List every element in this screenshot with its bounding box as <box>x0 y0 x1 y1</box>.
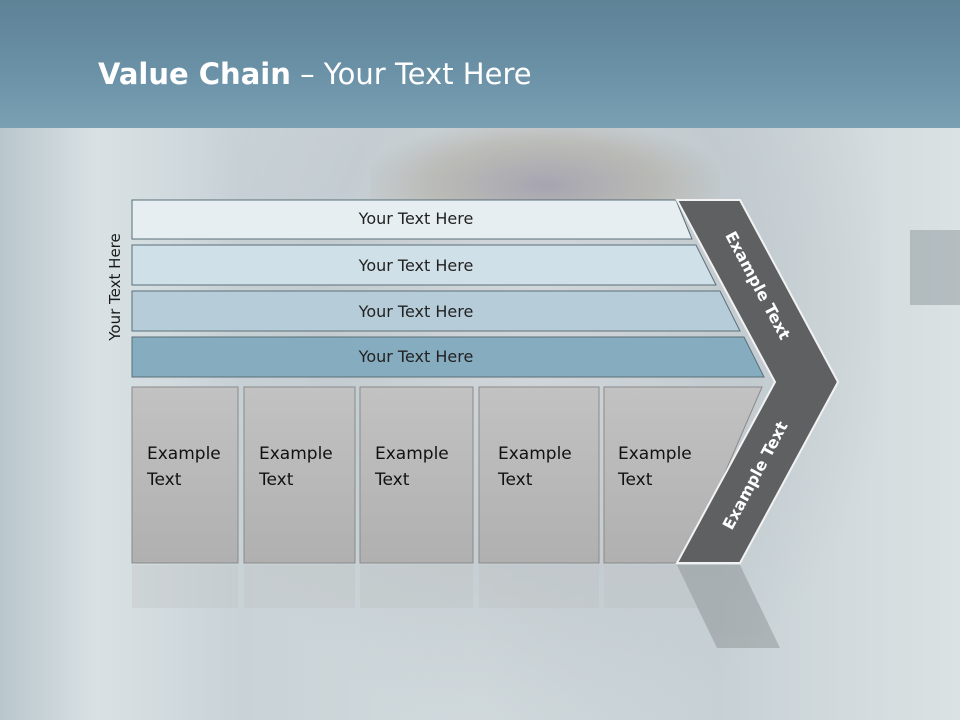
primary-column-3 <box>359 386 474 564</box>
reflection-column-2 <box>244 565 355 608</box>
title-rest: – Your Text Here <box>290 57 532 91</box>
support-row-3-label: Your Text Here <box>358 302 474 321</box>
primary-column-1-line1: Example <box>147 444 221 464</box>
support-row-4-label: Your Text Here <box>358 347 474 366</box>
margin-chevron <box>675 199 840 564</box>
primary-column-1-line2: Text <box>146 470 182 490</box>
diagram-reflection <box>132 565 780 648</box>
reflection-column-3 <box>360 565 473 608</box>
primary-column-4 <box>478 386 600 564</box>
primary-column-5-line1: Example <box>618 444 692 464</box>
title-banner: Value Chain – Your Text Here <box>0 0 960 128</box>
reflection-chevron <box>677 565 780 648</box>
reflection-column-4 <box>479 565 599 608</box>
support-row-1-label: Your Text Here <box>358 209 474 228</box>
primary-column-2-line2: Text <box>258 470 294 490</box>
primary-column-1 <box>131 386 239 564</box>
reflection-column-1 <box>132 565 238 608</box>
primary-column-3-line2: Text <box>374 470 410 490</box>
slide-title: Value Chain – Your Text Here <box>98 56 532 92</box>
support-row-2-label: Your Text Here <box>358 256 474 275</box>
background-shape <box>910 230 960 305</box>
primary-column-3-line1: Example <box>375 444 449 464</box>
reflection-column-5 <box>604 565 724 608</box>
support-row-3 <box>131 290 741 332</box>
primary-column-2-line1: Example <box>259 444 333 464</box>
support-row-2 <box>131 244 717 286</box>
primary-column-4-line1: Example <box>498 444 572 464</box>
primary-column-2 <box>243 386 356 564</box>
primary-column-4-line2: Text <box>497 470 533 490</box>
primary-column-5-line2: Text <box>617 470 653 490</box>
support-row-4 <box>131 336 765 378</box>
support-row-1 <box>131 199 693 240</box>
title-bold: Value Chain <box>98 57 291 91</box>
